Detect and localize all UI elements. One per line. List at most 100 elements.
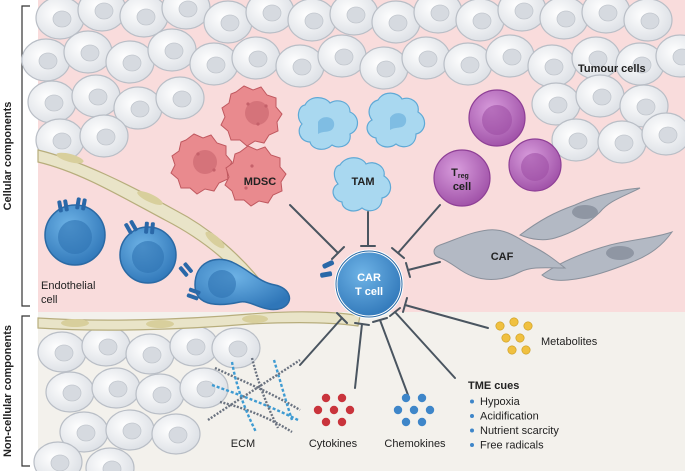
tumour-cell (443, 42, 493, 86)
granule (212, 168, 216, 172)
car-receptor (57, 199, 69, 213)
bullet-icon (470, 443, 474, 447)
chemokine-dot (425, 405, 435, 415)
epithelial-cell (91, 367, 141, 409)
granule (268, 178, 272, 182)
tumour-cell (203, 0, 253, 44)
cytokine-dots (313, 393, 355, 427)
chemokine-dot (401, 417, 411, 427)
ecm-fibre (272, 359, 294, 421)
epithelial-cell (125, 333, 175, 375)
tumour-cell (27, 80, 77, 124)
car-label-line2: T cell (355, 286, 383, 298)
granule (256, 122, 260, 126)
epithelial-cell (81, 325, 131, 367)
tumour-cell (231, 36, 281, 80)
noncellular-components-label: Non-cellular components (2, 325, 14, 457)
granule (250, 164, 254, 168)
metabolite-dot (507, 345, 517, 355)
caf-cell-3 (433, 229, 567, 280)
blood-vessel (37, 149, 361, 331)
granule (264, 104, 268, 108)
metabolite-dot (501, 333, 511, 343)
car-receptor (178, 262, 193, 277)
car-receptor (144, 221, 155, 235)
tumour-cell (597, 120, 647, 164)
tumour-cell (401, 36, 451, 80)
bottom-grey-cells (33, 325, 261, 476)
epithelial-cell (105, 409, 155, 451)
treg-cell-3 (433, 149, 491, 207)
tumour-cell (63, 30, 113, 74)
epithelial-cell (211, 327, 261, 369)
ecm-fibre (219, 400, 293, 434)
granule (246, 102, 250, 106)
tumour-cell (147, 28, 197, 72)
treg-label: Treg (451, 167, 469, 180)
tam-cells (297, 92, 426, 212)
epithelial-cell (59, 411, 109, 453)
cytokines-label: Cytokines (309, 438, 358, 450)
ecm-label: ECM (231, 438, 255, 450)
mdsc-cell-3 (224, 145, 287, 207)
epithelial-cell (151, 413, 201, 455)
tumour-cell (581, 0, 631, 34)
tumour-cell (105, 40, 155, 84)
tumour-cells (21, 0, 685, 164)
migrating-t-cells (44, 197, 291, 311)
car-receptor (124, 220, 138, 235)
side-brackets (21, 5, 30, 467)
epithelial-cell (135, 373, 185, 415)
ecm-fibre (211, 383, 299, 422)
tme-cue-item: Nutrient scarcity (480, 425, 559, 437)
granule (196, 152, 200, 156)
cellular-components-label: Cellular components (2, 102, 14, 211)
endothelial-label-line2: cell (41, 294, 58, 306)
chemokine-dot (417, 417, 427, 427)
granule (244, 186, 248, 190)
tumour-cell (317, 34, 367, 78)
car-label-line1: CAR (357, 272, 381, 284)
tumour-cell (329, 0, 379, 36)
mdsc-label: MDSC (244, 176, 276, 188)
ecm-fibre (214, 366, 301, 412)
caf-cell-2 (541, 231, 674, 281)
metabolite-dot (521, 345, 531, 355)
cytokine-dot (329, 405, 339, 415)
tumour-cell (79, 114, 129, 158)
tam-label: TAM (351, 176, 374, 188)
tumour-cell (35, 118, 85, 162)
tumour-cell (161, 0, 211, 30)
tumour-cell (539, 0, 589, 40)
epithelial-cell (37, 331, 87, 373)
tumour-cell (21, 38, 71, 82)
ecm-fibre (230, 361, 258, 433)
chemokine-dot (417, 393, 427, 403)
cytokine-dot (337, 393, 347, 403)
metabolite-dot (495, 321, 505, 331)
metabolites-label: Metabolites (541, 336, 598, 348)
tumour-cell (77, 0, 127, 32)
cytokine-dot (313, 405, 323, 415)
tumour-cell (287, 0, 337, 42)
chemokine-dot (393, 405, 403, 415)
tme-cue-item: Acidification (480, 411, 539, 423)
tumour-cell (455, 0, 505, 42)
tumour-cell (113, 86, 163, 130)
chemokine-dot (409, 405, 419, 415)
tumour-cell (275, 44, 325, 88)
ecm-fibre (250, 357, 280, 429)
caf-cells (433, 187, 674, 281)
bullet-icon (470, 428, 474, 433)
tumour-cell (655, 34, 685, 78)
tumour-cells-label: Tumour cells (578, 63, 646, 75)
tumour-cell (551, 118, 601, 162)
treg-cells (433, 89, 562, 207)
ecm-fibres (207, 357, 301, 434)
cytokine-dot (337, 417, 347, 427)
tumour-cell (575, 74, 625, 118)
tme-cues-title: TME cues (468, 380, 519, 392)
tumour-cell (155, 76, 205, 120)
epithelial-cell (169, 325, 219, 367)
mdsc-cells (170, 85, 287, 207)
